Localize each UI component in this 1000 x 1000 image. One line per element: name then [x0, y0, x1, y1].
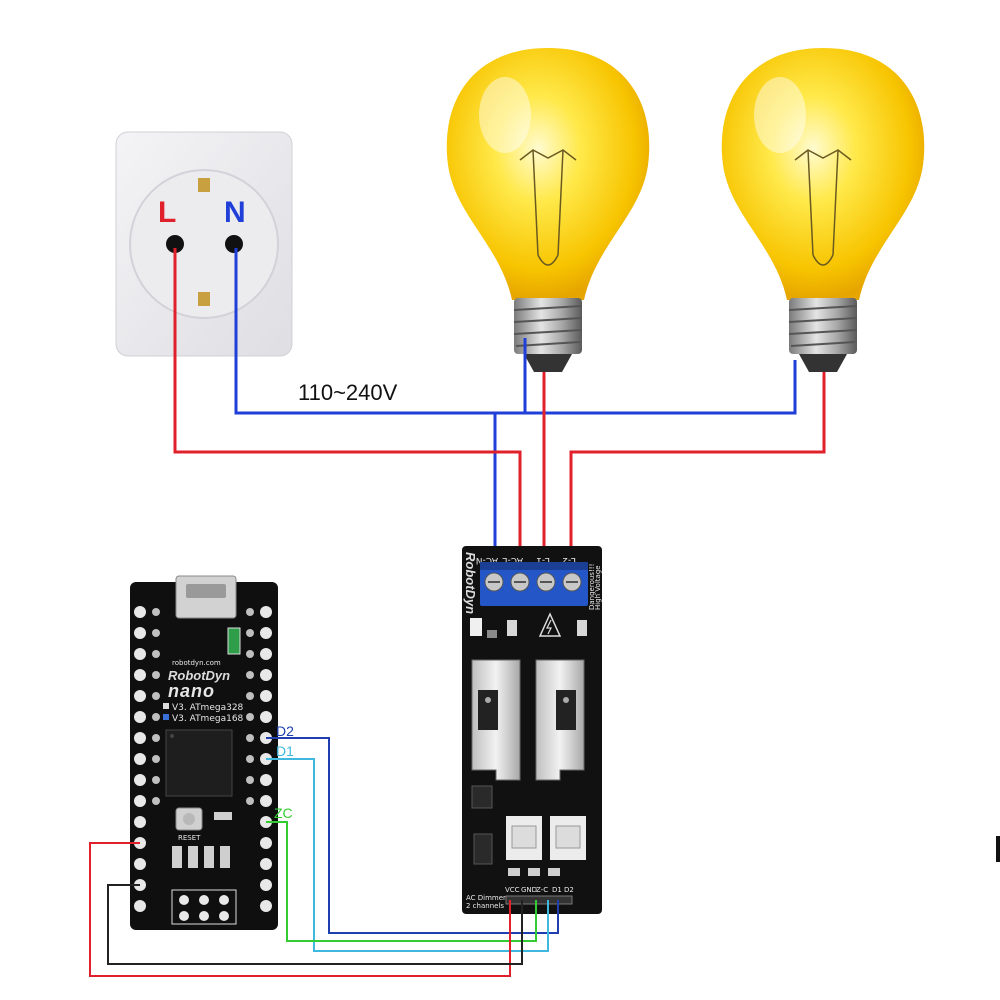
pin-label-d2: D2 [276, 723, 294, 739]
terminal-label-l-2: L-2 [562, 555, 576, 565]
dimmer-screw-terminal [480, 562, 588, 606]
triac-heatsink-2 [535, 659, 585, 781]
reset-label: RESET [178, 834, 201, 842]
wire-d2 [266, 737, 559, 934]
dimmer-brand: RobotDyn [463, 552, 478, 614]
socket-live-label: L [158, 196, 176, 229]
socket-neutral-label: N [224, 196, 246, 229]
bulb-2-glass [721, 48, 925, 300]
resistor-5 [548, 868, 560, 876]
dimmer-pin-header [505, 895, 573, 905]
chip-bridge [471, 785, 493, 809]
resistor-2 [577, 620, 587, 636]
light-bulb-2 [721, 48, 925, 372]
dimmer-warning-line1: Dangerous!!! [588, 564, 596, 610]
nano-chip-line2: V3. ATmega168 [172, 714, 244, 724]
bulb-1-highlight [479, 77, 531, 153]
bulb-1-glass [446, 48, 650, 300]
icsp-header [171, 889, 237, 925]
nano-right-pin-row [260, 606, 272, 912]
dimmer-header-label-d1: D1 [552, 886, 562, 894]
wire-neutral-socket [234, 248, 797, 415]
nano-chip-line1: V3. ATmega328 [172, 703, 244, 713]
arduino-nano-board: robotdyn.com RobotDyn nano V3. ATmega328… [130, 575, 278, 930]
nano-brand: RobotDyn [168, 668, 230, 683]
pin-label-zc: ZC [274, 805, 293, 821]
dimmer-title-line2: 2 channels [466, 902, 504, 910]
socket-hole-neutral [225, 235, 243, 253]
capacitor-2 [487, 630, 497, 638]
dimmer-header-label-d2: D2 [564, 886, 574, 894]
nano-model: nano [168, 681, 215, 701]
bulb-2-base [788, 298, 858, 372]
wall-socket: L N [115, 131, 293, 357]
wire-d1 [266, 758, 549, 952]
power-led [227, 627, 241, 655]
terminal-label-ac-l: AC-L [502, 555, 523, 565]
mains-wires: 110~240V [173, 248, 826, 566]
nano-brand-small: robotdyn.com [172, 659, 221, 667]
light-bulb-1 [446, 48, 650, 372]
dimmer-terminal-labels: AC-N AC-L L-1 L-2 [476, 555, 576, 565]
terminal-label-ac-n: AC-N [476, 555, 498, 565]
bulb-2-filament [794, 149, 852, 266]
socket-recess [129, 169, 279, 319]
edge-mark [996, 836, 1000, 862]
voltage-label: 110~240V [298, 380, 398, 405]
resistor-1 [507, 620, 517, 636]
dimmer-header-label-vcc: VCC [505, 886, 520, 894]
dimmer-warning-line2: High Voltage [594, 565, 602, 610]
nano-right-inner-pins [246, 608, 254, 805]
dimmer-header-label-gnd: GND [521, 886, 537, 894]
wire-zc [266, 821, 537, 942]
optocoupler-1 [506, 816, 542, 860]
control-wires: D2 D1 ZC [89, 723, 559, 977]
ac-dimmer-module: AC-N AC-L L-1 L-2 RobotDyn Dangerous!!! … [462, 546, 602, 914]
resistor-4 [528, 868, 540, 876]
wire-l2-bulb-2 [569, 372, 826, 566]
bulb-1-base [513, 298, 583, 372]
chip-diode [473, 833, 493, 865]
bulb-2-highlight [754, 77, 806, 153]
wire-vcc [89, 842, 511, 977]
resistor-3 [508, 868, 520, 876]
socket-ground-clip-top [198, 178, 210, 192]
optocoupler-2 [550, 816, 586, 860]
dimmer-title-line1: AC Dimmer [466, 894, 506, 902]
terminal-label-l-1: L-1 [536, 555, 550, 565]
socket-ground-clip-bottom [198, 292, 210, 306]
wire-live-socket [173, 248, 522, 566]
dimmer-header-label-zc: Z-C [536, 886, 548, 894]
atmega-chip [165, 729, 233, 797]
bulb-1-filament [519, 149, 577, 266]
socket-hole-live [166, 235, 184, 253]
capacitor-1 [470, 618, 482, 636]
nano-left-pin-row [134, 606, 146, 912]
wire-gnd [107, 884, 523, 965]
nano-left-inner-pins [152, 608, 160, 805]
triac-heatsink-1 [471, 659, 521, 781]
high-voltage-warning-icon [538, 612, 562, 637]
pin-label-d1: D1 [276, 743, 294, 759]
